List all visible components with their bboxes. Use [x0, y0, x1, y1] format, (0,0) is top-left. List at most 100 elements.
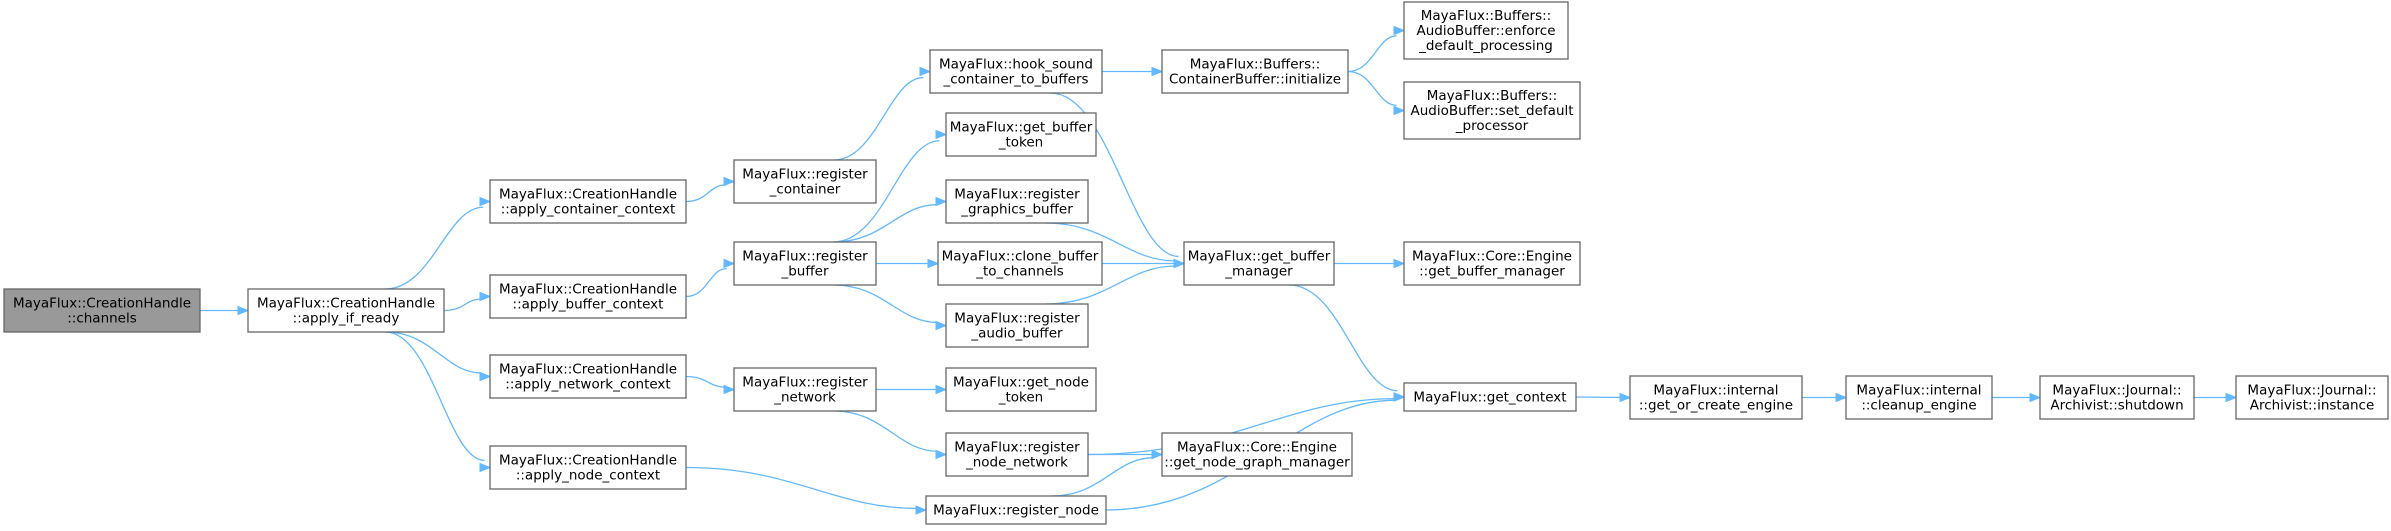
edge-apply-buffer-context-to-register-buffer	[685, 258, 736, 298]
edge-register-node-to-get-node-graph-manager	[1051, 449, 1164, 497]
node-label: Archivist::shutdown	[2050, 398, 2183, 414]
node-label: MayaFlux::CreationHandle	[499, 362, 677, 378]
node-enforce-default[interactable]: MayaFlux::Buffers::AudioBuffer::enforce_…	[1403, 1, 1569, 60]
node-apply-if-ready[interactable]: MayaFlux::CreationHandle::apply_if_ready	[247, 288, 445, 333]
edge-line	[833, 410, 938, 452]
node-register-node[interactable]: MayaFlux::register_node	[925, 495, 1107, 525]
edge-line	[1045, 265, 1176, 305]
node-apply-network-context[interactable]: MayaFlux::CreationHandle::apply_network_…	[489, 354, 687, 399]
node-box	[1845, 375, 1993, 420]
node-set-default-processor[interactable]: MayaFlux::Buffers::AudioBuffer::set_defa…	[1403, 81, 1581, 140]
node-engine-get-buffer-manager[interactable]: MayaFlux::Core::Engine::get_buffer_manag…	[1403, 241, 1581, 286]
node-label: MayaFlux::CreationHandle	[499, 282, 677, 298]
node-register-graphics-buffer[interactable]: MayaFlux::register_graphics_buffer	[945, 179, 1089, 224]
node-box	[945, 112, 1097, 157]
node-archivist-shutdown[interactable]: MayaFlux::Journal::Archivist::shutdown	[2039, 375, 2195, 420]
edge-channels-to-apply-if-ready	[200, 305, 250, 316]
node-box	[1161, 432, 1353, 477]
node-box	[929, 49, 1103, 94]
edge-register-network-to-get-node-token	[876, 384, 948, 395]
node-register-buffer[interactable]: MayaFlux::register_buffer	[733, 241, 877, 286]
node-box	[3, 288, 201, 333]
node-container-initialize[interactable]: MayaFlux::Buffers::ContainerBuffer::init…	[1161, 49, 1349, 94]
node-label: MayaFlux::CreationHandle	[257, 296, 435, 312]
arrowhead	[935, 196, 948, 207]
edge-cleanup-engine-to-archivist-shutdown	[1992, 392, 2042, 403]
node-label: ::get_or_create_engine	[1639, 398, 1793, 414]
node-box	[1403, 382, 1577, 412]
node-box	[945, 367, 1097, 412]
node-label: MayaFlux::register	[742, 375, 868, 391]
node-register-audio-buffer[interactable]: MayaFlux::register_audio_buffer	[945, 303, 1089, 348]
node-box	[489, 354, 687, 399]
edge-get-context-to-get-or-create-engine	[1575, 392, 1632, 403]
call-graph-nodes: MayaFlux::CreationHandle::channelsMayaFl…	[3, 1, 2389, 525]
edge-apply-node-context-to-register-node	[685, 466, 928, 515]
node-archivist-instance[interactable]: MayaFlux::Journal::Archivist::instance	[2235, 375, 2389, 420]
edge-line	[685, 466, 918, 510]
arrowhead	[1173, 258, 1186, 269]
node-label: MayaFlux::register	[742, 249, 868, 265]
edge-line	[685, 184, 726, 203]
node-apply-buffer-context[interactable]: MayaFlux::CreationHandle::apply_buffer_c…	[489, 274, 687, 319]
node-register-network[interactable]: MayaFlux::register_network	[733, 367, 877, 412]
node-apply-container-context[interactable]: MayaFlux::CreationHandle::apply_containe…	[489, 179, 687, 224]
arrowhead	[1835, 392, 1848, 403]
node-label: MayaFlux::register_node	[933, 503, 1099, 519]
edge-line	[443, 298, 482, 312]
node-label: MayaFlux::internal	[1653, 383, 1778, 399]
edge-hook-sound-to-container-initialize	[1101, 66, 1164, 77]
node-label: MayaFlux::get_buffer	[950, 120, 1093, 136]
node-label: ContainerBuffer::initialize	[1169, 72, 1341, 88]
node-label: _network	[773, 390, 836, 406]
node-label: ::channels	[67, 311, 137, 327]
node-label: MayaFlux::internal	[1856, 383, 1981, 399]
node-box	[733, 367, 877, 412]
node-box	[247, 288, 445, 333]
arrowhead	[2225, 392, 2238, 403]
arrowhead	[237, 305, 250, 316]
arrowhead	[479, 371, 492, 382]
node-channels[interactable]: MayaFlux::CreationHandle::channels	[3, 288, 201, 333]
node-label: MayaFlux::register	[954, 440, 1080, 456]
node-label: MayaFlux::get_context	[1413, 390, 1566, 406]
arrowhead	[479, 462, 492, 473]
arrowhead	[1151, 449, 1164, 460]
arrowhead	[479, 196, 492, 207]
node-get-buffer-manager[interactable]: MayaFlux::get_buffer_manager	[1183, 241, 1335, 286]
edge-line	[1050, 92, 1179, 258]
node-hook-sound[interactable]: MayaFlux::hook_sound_container_to_buffer…	[929, 49, 1103, 94]
edge-container-initialize-to-set-default-processor	[1347, 70, 1406, 116]
node-label: AudioBuffer::enforce	[1416, 23, 1555, 39]
node-apply-node-context[interactable]: MayaFlux::CreationHandle::apply_node_con…	[489, 445, 687, 490]
node-box	[1183, 241, 1335, 286]
node-cleanup-engine[interactable]: MayaFlux::internal::cleanup_engine	[1845, 375, 1993, 420]
node-get-context[interactable]: MayaFlux::get_context	[1403, 382, 1577, 412]
node-box	[733, 241, 877, 286]
node-register-container[interactable]: MayaFlux::register_container	[733, 159, 877, 204]
node-box	[733, 159, 877, 204]
edge-line	[833, 140, 940, 243]
arrowhead	[1619, 392, 1632, 403]
node-clone-buffer[interactable]: MayaFlux::clone_buffer_to_channels	[937, 241, 1103, 286]
arrowhead	[479, 291, 492, 302]
edge-line	[1347, 35, 1397, 73]
node-register-node-network[interactable]: MayaFlux::register_node_network	[945, 432, 1089, 477]
node-label: Archivist::instance	[2250, 398, 2375, 414]
node-box	[1629, 375, 1803, 420]
node-get-or-create-engine[interactable]: MayaFlux::internal::get_or_create_engine	[1629, 375, 1803, 420]
node-box	[489, 445, 687, 490]
node-get-buffer-token[interactable]: MayaFlux::get_buffer_token	[945, 112, 1097, 157]
edge-get-or-create-engine-to-cleanup-engine	[1802, 392, 1848, 403]
node-label: MayaFlux::register	[954, 311, 1080, 327]
node-label: ::apply_node_context	[516, 468, 660, 484]
node-label: _default_processing	[1418, 38, 1553, 54]
node-get-node-token[interactable]: MayaFlux::get_node_token	[945, 367, 1097, 412]
arrowhead	[723, 384, 736, 395]
node-label: _processor	[1455, 118, 1529, 134]
edge-line	[385, 206, 484, 290]
edge-line	[1087, 397, 1396, 456]
node-label: MayaFlux::CreationHandle	[13, 296, 191, 312]
node-get-node-graph-manager[interactable]: MayaFlux::Core::Engine::get_node_graph_m…	[1161, 432, 1353, 477]
